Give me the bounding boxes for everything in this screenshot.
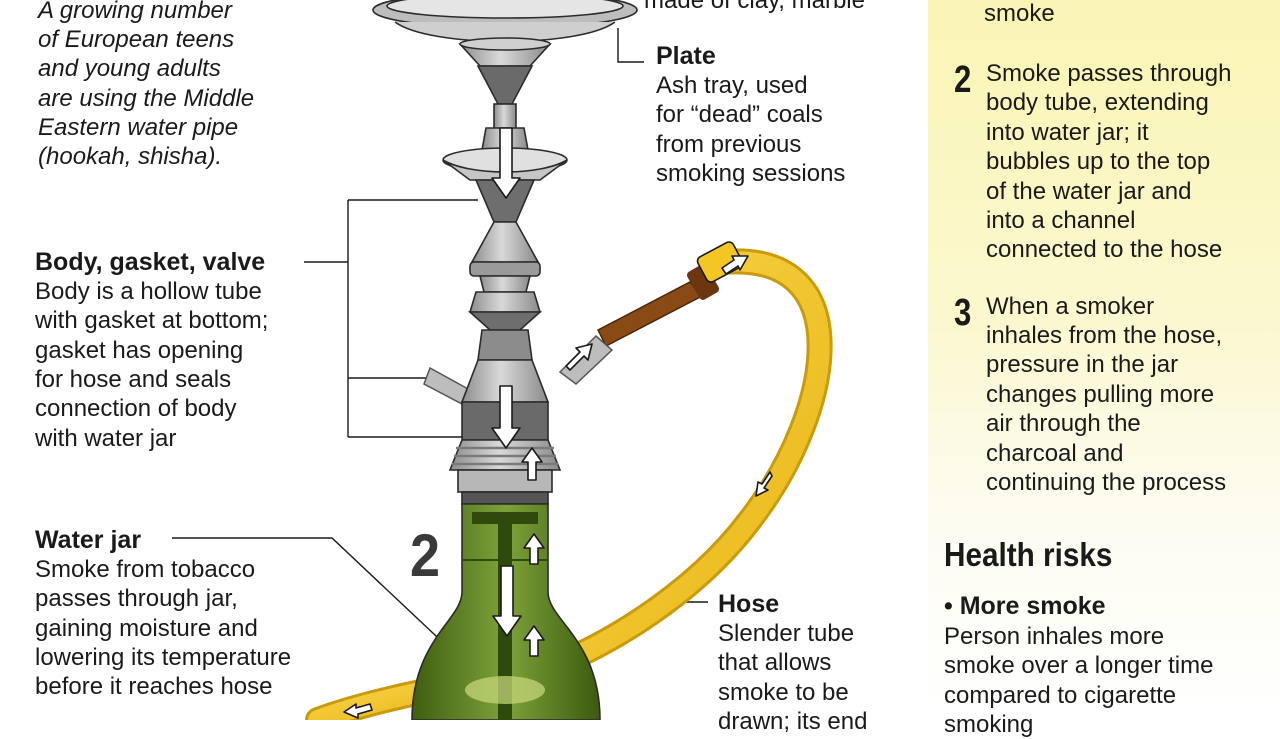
step-line: continuing the process bbox=[986, 469, 1227, 496]
body-gasket-line: with gasket at bottom; bbox=[35, 307, 269, 334]
arrow-down-upper bbox=[491, 127, 521, 199]
hose-line: that allows bbox=[718, 649, 832, 676]
health-item-line: smoking bbox=[944, 711, 1034, 738]
intro-line: Eastern water pipe bbox=[38, 114, 239, 141]
water-jar-line: gaining moisture and bbox=[35, 615, 258, 642]
step-line: changes pulling more bbox=[986, 381, 1215, 408]
water-jar-line: lowering its temperature bbox=[35, 644, 292, 671]
step-line: into water jar; it bbox=[986, 119, 1149, 146]
arrow-hose-top bbox=[721, 255, 749, 275]
step-line: When a smoker bbox=[986, 293, 1155, 320]
plate-line: from previous bbox=[656, 131, 802, 158]
step-line: pressure in the jar bbox=[986, 351, 1179, 378]
step-line: air through the bbox=[986, 410, 1141, 437]
plate-line: for “dead” coals bbox=[656, 101, 823, 128]
step-number: 3 bbox=[954, 292, 972, 334]
step1-tail: smoke bbox=[984, 0, 1055, 27]
step-number: 2 bbox=[954, 59, 972, 101]
step-line: connected to the hose bbox=[986, 236, 1223, 263]
health-item-line: compared to cigarette bbox=[944, 682, 1177, 709]
arrow-up-right bbox=[521, 447, 543, 481]
hose-line: smoke to be bbox=[718, 679, 849, 706]
leader-lines bbox=[172, 28, 708, 669]
step-line: bubbles up to the top bbox=[986, 148, 1211, 175]
hookah-diagram bbox=[172, 0, 833, 720]
mouthpiece-shape bbox=[558, 241, 744, 385]
health-item-line: Person inhales more bbox=[944, 623, 1165, 650]
hose-title: Hose bbox=[718, 590, 780, 618]
intro-line: A growing number bbox=[38, 0, 232, 24]
water-jar-line: passes through jar, bbox=[35, 585, 238, 612]
diagram-step-number: 2 bbox=[410, 522, 441, 589]
step-line: into a channel bbox=[986, 207, 1136, 234]
body-gasket-line: for hose and seals bbox=[35, 366, 232, 393]
step-line: body tube, extending bbox=[986, 89, 1209, 116]
water-jar-line: Smoke from tobacco bbox=[35, 556, 256, 583]
arrow-connector bbox=[565, 343, 593, 371]
step-line: of the water jar and bbox=[986, 178, 1192, 205]
intro-line: are using the Middle bbox=[38, 85, 255, 112]
step-line: Smoke passes through bbox=[986, 60, 1232, 87]
body-gasket-title: Body, gasket, valve bbox=[35, 248, 266, 276]
arrow-hose-low bbox=[343, 703, 373, 719]
leader-body-bracket bbox=[304, 199, 478, 438]
intro-line: and young adults bbox=[38, 55, 221, 82]
water-jar-line: before it reaches hose bbox=[35, 673, 273, 700]
intro-line: of European teens bbox=[38, 26, 235, 53]
health-risks-title: Health risks bbox=[944, 536, 1113, 573]
flow-arrows bbox=[343, 127, 773, 719]
arrow-up-jar-lower bbox=[523, 625, 545, 657]
step-line: charcoal and bbox=[986, 440, 1124, 467]
plate-title: Plate bbox=[656, 42, 716, 70]
plate-line: smoking sessions bbox=[656, 160, 846, 187]
leader-plate bbox=[617, 28, 644, 63]
leader-water-jar bbox=[172, 537, 471, 669]
hose-line: drawn; its end bbox=[718, 708, 868, 735]
arrow-down-lower bbox=[491, 385, 521, 449]
intro-line: (hookah, shisha). bbox=[38, 143, 223, 170]
water-jar-title: Water jar bbox=[35, 526, 142, 554]
top-fragment-text: made of clay, marble bbox=[644, 0, 865, 14]
body-gasket-line: gasket has opening bbox=[35, 337, 244, 364]
plate-line: Ash tray, used bbox=[656, 72, 808, 99]
body-gasket-line: connection of body bbox=[35, 395, 237, 422]
health-item-line: smoke over a longer time bbox=[944, 652, 1214, 679]
body-gasket-line: Body is a hollow tube bbox=[35, 278, 262, 305]
steps-panel-background bbox=[928, 0, 1280, 720]
arrow-up-jar-upper bbox=[523, 533, 545, 565]
arrow-hose-mid bbox=[755, 471, 773, 497]
body-gasket-line: with water jar bbox=[35, 425, 177, 452]
health-item-title: • More smoke bbox=[944, 592, 1106, 620]
step-line: inhales from the hose, bbox=[986, 322, 1223, 349]
arrow-down-jar bbox=[492, 565, 522, 637]
hose-line: Slender tube bbox=[718, 620, 855, 647]
